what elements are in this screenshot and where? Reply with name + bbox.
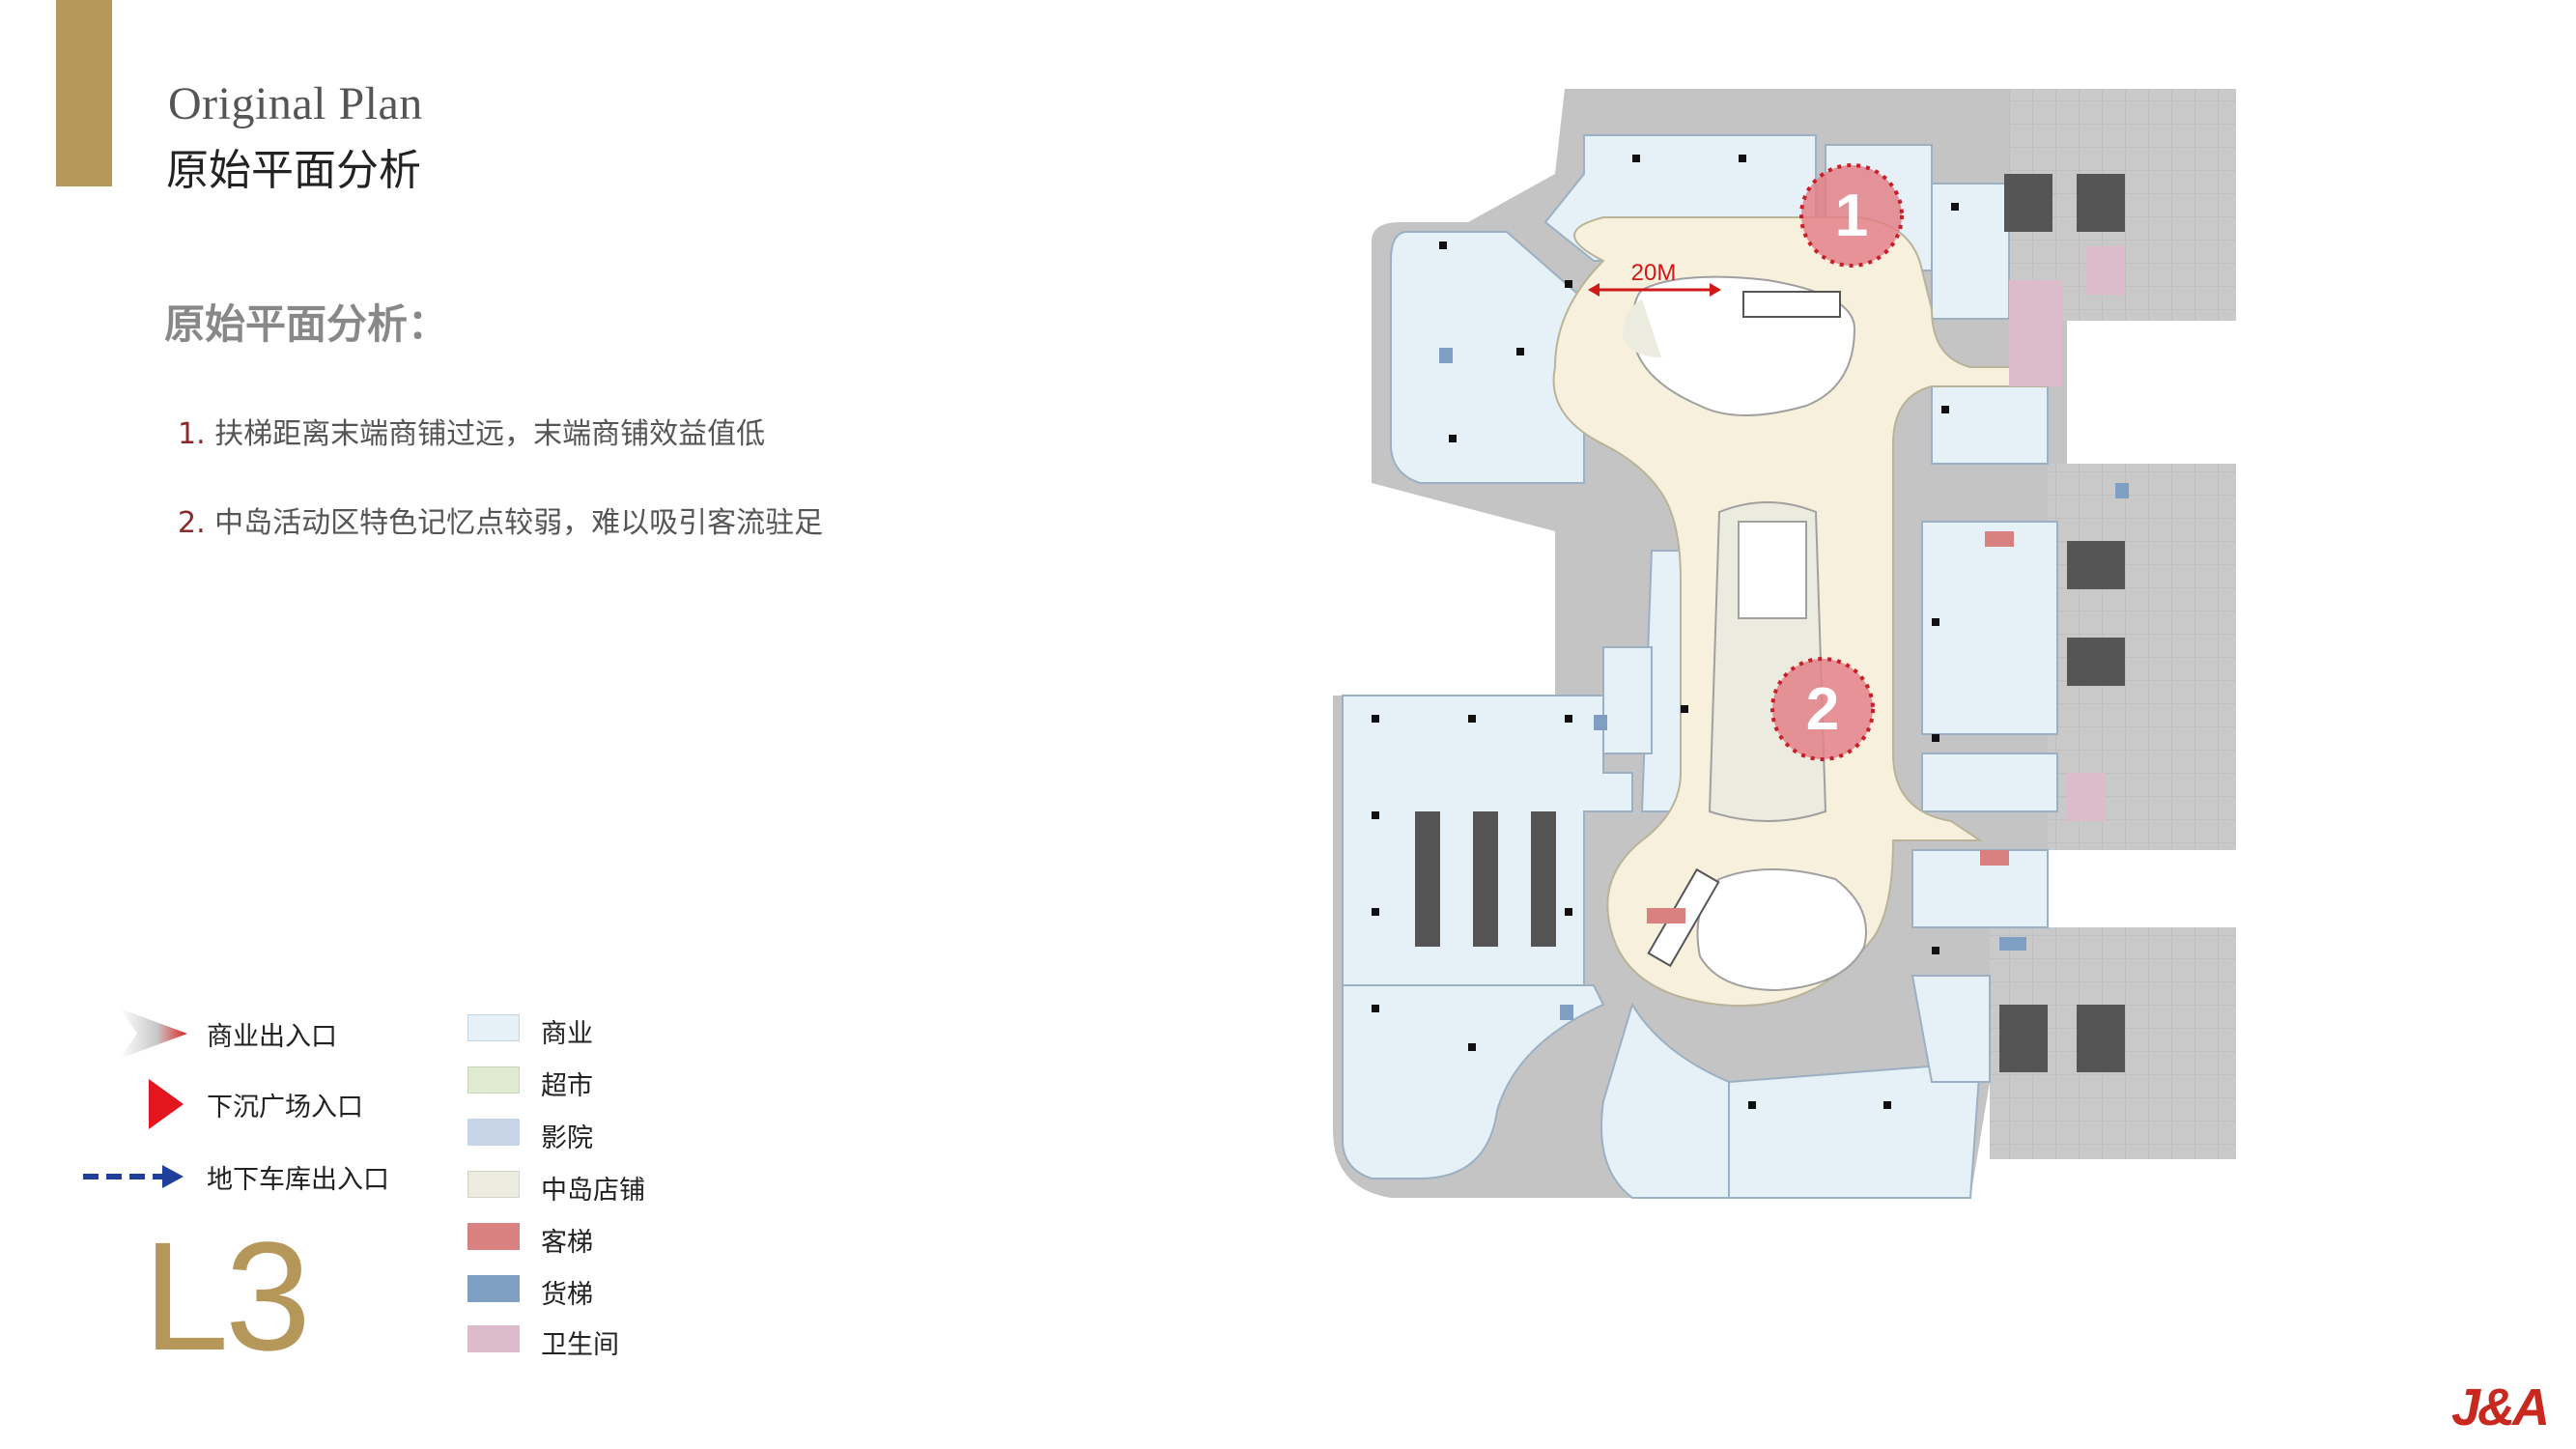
accent-bar <box>56 0 112 186</box>
floor-plan: 20M 1 2 <box>1333 89 2236 1199</box>
atrium-central <box>1738 521 1807 619</box>
atrium-south <box>1696 868 1867 992</box>
legend-swatch <box>467 1275 520 1302</box>
shop-zone-south-2 <box>1728 1061 1982 1199</box>
legend-label: 货梯 <box>541 1280 593 1310</box>
freight-elevator <box>1439 348 1453 363</box>
freight-elevator <box>1594 715 1607 730</box>
restroom-north <box>2086 246 2125 295</box>
legend-label: 超市 <box>541 1071 593 1101</box>
legend-label: 卫生间 <box>541 1330 619 1360</box>
legend-swatch <box>467 1325 520 1352</box>
passenger-elevator <box>1647 908 1685 923</box>
legend-swatch <box>467 1119 520 1146</box>
elevator-core-west-1 <box>1415 811 1440 947</box>
analysis-point-2: 2. 中岛活动区特色记忆点较弱，难以吸引客流驻足 <box>178 498 823 541</box>
marker-2-circle <box>1770 657 1875 761</box>
floor-label: L3 <box>143 1209 311 1382</box>
legend-label: 客梯 <box>541 1228 593 1258</box>
legend-label: 地下车库出入口 <box>207 1164 389 1195</box>
legend-label: 商业出入口 <box>207 1021 337 1052</box>
legend-sunken-plaza-entrance: 下沉广场入口 <box>81 1075 363 1133</box>
elevator-core-e-1 <box>2067 541 2125 589</box>
legend-label: 下沉广场入口 <box>207 1092 363 1122</box>
shop-zone-east-1 <box>1931 385 2049 465</box>
restroom-north-2 <box>2009 280 2062 386</box>
section-heading: 原始平面分析： <box>164 300 449 348</box>
legend-swatch <box>467 1171 520 1198</box>
analysis-point-text: 中岛活动区特色记忆点较弱，难以吸引客流驻足 <box>214 506 824 540</box>
analysis-point-text: 扶梯距离末端商铺过远，末端商铺效益值低 <box>214 417 766 451</box>
gradient-arrow-icon <box>120 1009 187 1059</box>
page-title-cn: 原始平面分析 <box>166 146 421 195</box>
shop-zone-mid-west-2 <box>1602 646 1653 754</box>
legend-commercial-entrance: 商业出入口 <box>81 1005 337 1063</box>
elevator-core-se-2 <box>2077 1005 2125 1072</box>
dimension-arrow-left <box>1588 283 1599 297</box>
escalator-north <box>1742 291 1841 318</box>
marker-1-circle <box>1799 163 1904 268</box>
shop-zone-east-2 <box>1921 521 2058 735</box>
freight-elevator <box>2115 483 2129 498</box>
legend-swatch <box>467 1014 520 1041</box>
island-shop-north <box>1623 299 1661 357</box>
legend-swatch <box>467 1223 520 1250</box>
freight-elevator <box>1560 1005 1573 1020</box>
passenger-elevator <box>1985 531 2014 547</box>
dimension-arrow-right <box>1710 283 1721 297</box>
shop-zone-west <box>1390 231 1585 484</box>
elevator-core-se-1 <box>1999 1005 2048 1072</box>
dashed-arrow-icon <box>83 1165 184 1188</box>
elevator-core-west-2 <box>1473 811 1498 947</box>
elevator-core-e-2 <box>2067 638 2125 686</box>
analysis-point-number: 2. <box>178 506 206 540</box>
marker-1-label: 1 <box>1835 183 1868 249</box>
shop-zone-east-3 <box>1921 753 2058 812</box>
legend-label: 商业 <box>541 1019 593 1049</box>
company-logo: J&A <box>2451 1378 2550 1436</box>
dimension-label: 20M <box>1631 260 1677 286</box>
structural-columns <box>1372 155 1959 1109</box>
shop-zone-south-3 <box>1911 975 1991 1083</box>
analysis-point-number: 1. <box>178 417 206 451</box>
red-triangle-icon <box>149 1079 184 1129</box>
marker-2-label: 2 <box>1806 676 1839 743</box>
shop-zone-southwest-2 <box>1342 984 1605 1179</box>
elevator-core-ne-2 <box>2077 174 2125 232</box>
legend-label: 中岛店铺 <box>541 1176 645 1206</box>
legend-garage-entrance: 地下车库出入口 <box>81 1148 389 1206</box>
restroom-east <box>2067 773 2106 821</box>
page-title-en: Original Plan <box>168 78 423 129</box>
elevator-core-ne-1 <box>2004 174 2052 232</box>
elevator-core-west-3 <box>1531 811 1556 947</box>
freight-elevator <box>1999 937 2026 951</box>
shop-zone-north-3 <box>1931 183 2010 320</box>
legend-label: 影院 <box>541 1123 593 1153</box>
legend-swatch <box>467 1066 520 1094</box>
passenger-elevator <box>1980 850 2009 866</box>
analysis-point-1: 1. 扶梯距离末端商铺过远，末端商铺效益值低 <box>178 410 765 452</box>
